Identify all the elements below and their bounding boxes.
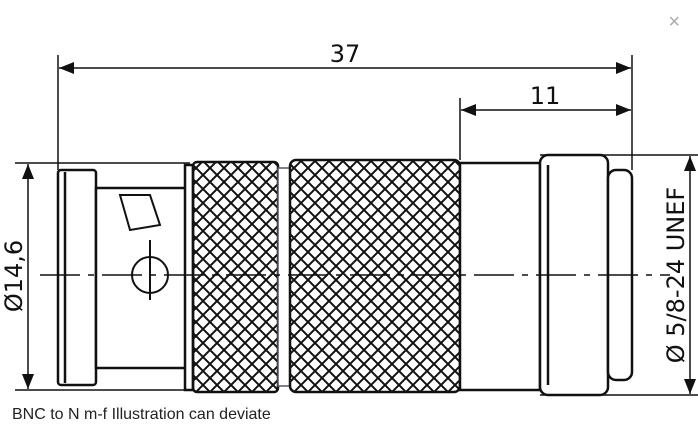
dim-n-section-length: 11	[530, 82, 561, 110]
close-icon[interactable]: ×	[668, 11, 680, 33]
dim-left-diameter: Ø14,6	[0, 240, 28, 312]
knurled-body	[288, 158, 462, 394]
dim-overall-length: 37	[330, 40, 361, 68]
dim-right-thread: Ø 5/8-24 UNEF	[662, 187, 690, 363]
image-caption: BNC to N m-f Illustration can deviate	[12, 406, 271, 423]
knurled-nut	[191, 160, 280, 394]
technical-drawing: 37 11 Ø14,6 Ø 5/8-24 UNEF	[0, 40, 698, 397]
connector-body	[56, 153, 634, 397]
